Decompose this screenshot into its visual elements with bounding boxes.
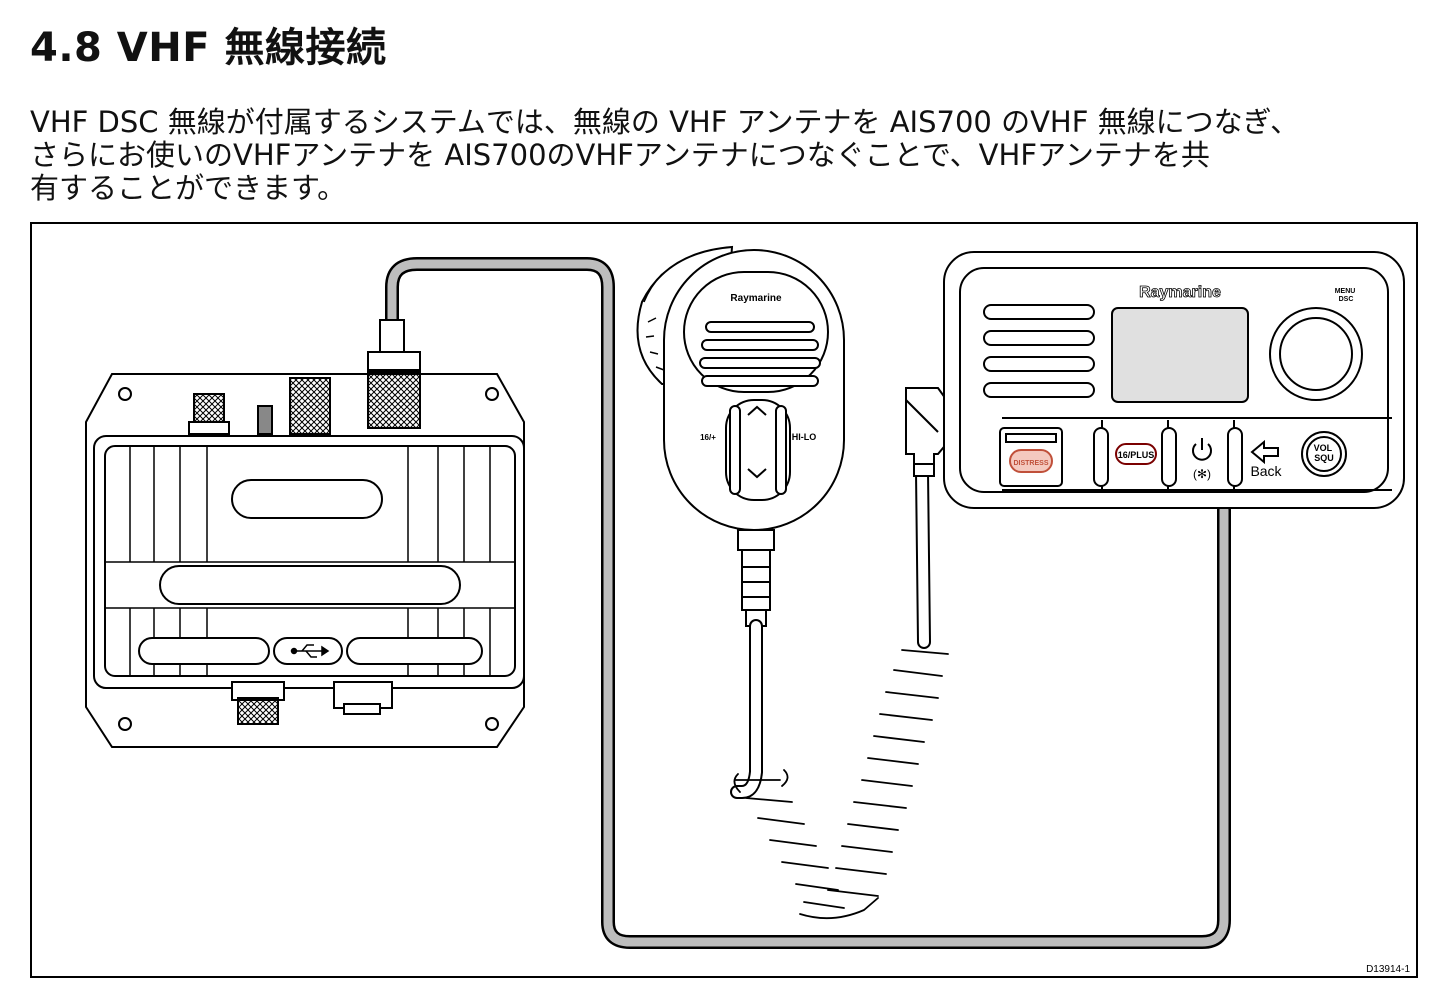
radio-menu-line-1: MENU [1335,288,1356,295]
body-line-1: VHF DSC 無線が付属するシステムでは、無線の VHF アンテナを AIS7… [30,105,1300,139]
network-connector-right [289,377,331,435]
ais700-bottom-right-slot [346,637,483,665]
distress-label: DISTRESS [1013,460,1048,467]
back-arrow-icon [1250,439,1279,465]
handset-grille [699,321,821,387]
network-connector-left [257,405,273,435]
power-connector [237,697,279,725]
radio-brand: Raymarine [1139,284,1221,301]
vhf-antenna-cable [385,257,1231,949]
ais700-bottom-left-slot [138,637,270,665]
usb-icon [290,644,330,658]
figure-reference: D13914-1 [1366,964,1410,975]
handset-right-key: HI-LO [792,432,817,442]
radio-menu-line-2: DSC [1339,296,1354,303]
page-title: 4.8 VHF 無線接続 [30,25,387,71]
volume-line-1: VOL [1314,443,1333,453]
body-line-3: 有することができます。 [30,171,347,205]
volume-label: VOL SQU [1314,443,1335,463]
handset-left-key: 16/+ [700,433,716,442]
back-label: Back [1250,463,1282,479]
chevron-down-icon [747,468,767,479]
diagram-svg: Raymarine 16/+ HI-LO [85,245,1410,975]
channel16-label: 16/PLUS [1118,450,1155,460]
volume-line-2: SQU [1314,453,1334,463]
connection-diagram: Raymarine 16/+ HI-LO [30,222,1418,978]
coiled-cord [730,465,949,920]
handset-keypad [725,399,791,501]
handset-brand: Raymarine [730,293,782,304]
body-line-2: さらにお使いのVHFアンテナを AIS700のVHFアンテナにつなぐことで、VH… [30,138,1210,172]
ais700-middle-slot [159,565,461,605]
radio-menu-label: MENU DSC [1335,288,1358,303]
radio-display [1111,307,1249,403]
body-paragraph: VHF DSC 無線が付属するシステムでは、無線の VHF アンテナを AIS7… [30,106,1430,205]
radio-speaker-grille [983,304,1095,398]
dimmer-icon: (✻) [1193,467,1211,481]
handset-microphone [636,245,845,627]
power-icon [1192,438,1212,461]
ais700-unit [85,319,525,748]
chevron-up-icon [747,405,767,416]
ais700-top-slot [231,479,383,519]
channel16-button [1115,443,1157,465]
vhf-radio [943,251,1405,509]
radio-mic-connector [905,387,949,477]
